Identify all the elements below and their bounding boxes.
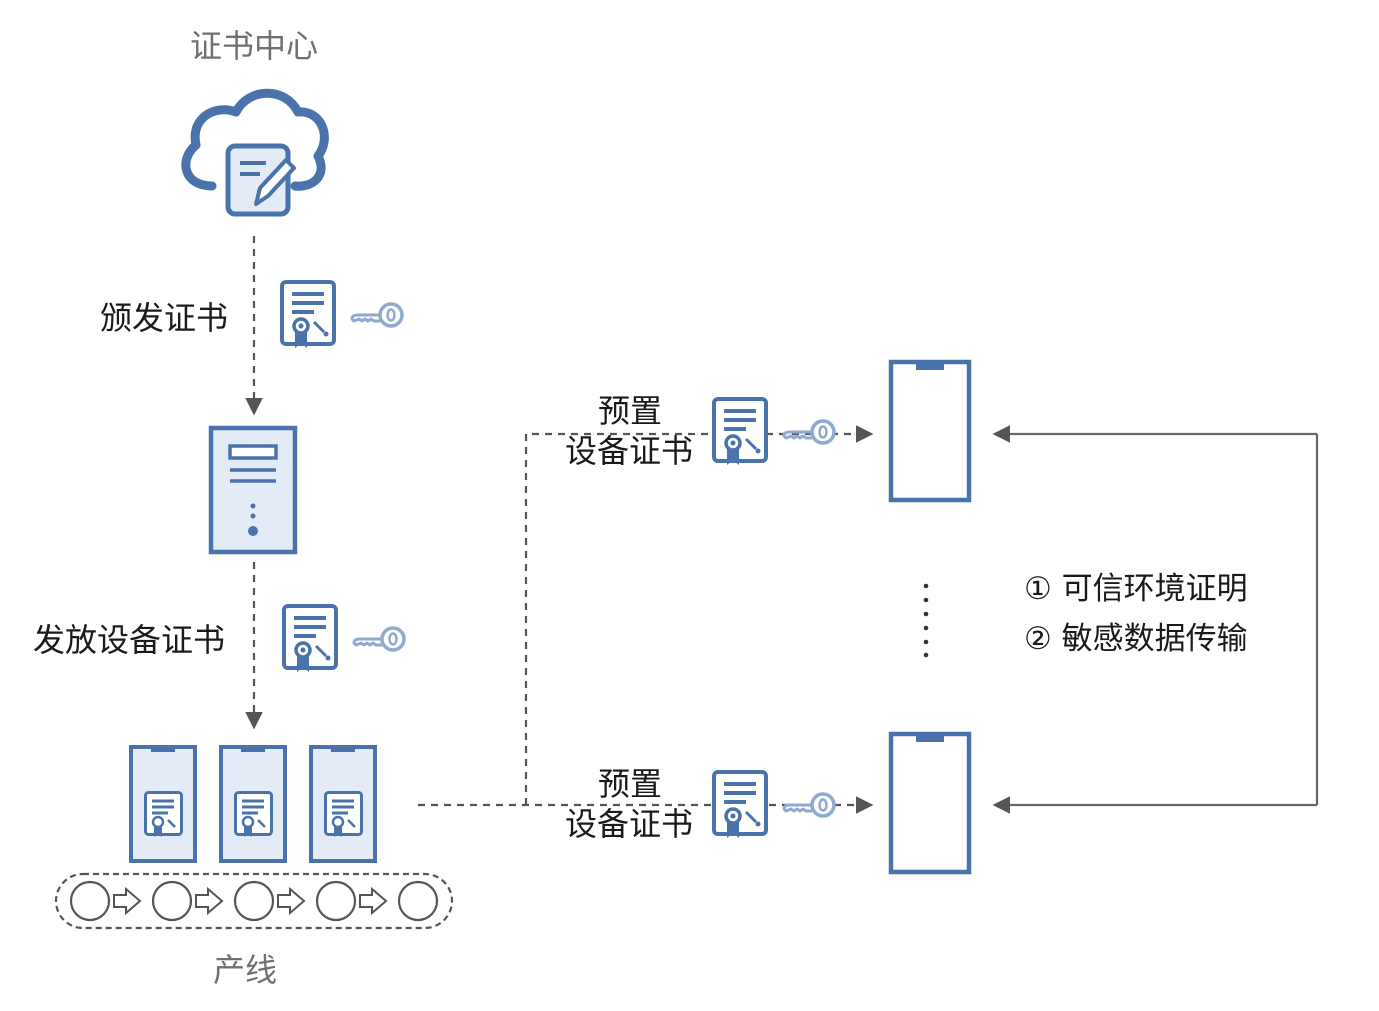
phone-icon (888, 731, 972, 875)
key-icon (352, 626, 406, 652)
legend-item-2: ② 敏感数据传输 (1024, 621, 1248, 657)
preset-branch-connector (524, 425, 874, 805)
document-edit-icon (225, 143, 296, 217)
phone-icon (888, 359, 972, 503)
key-icon (782, 419, 836, 445)
production-phone-3 (311, 745, 375, 861)
ellipsis-dots (923, 583, 929, 658)
preset-bottom-line2: 设备证书 (565, 805, 694, 843)
conveyor-icon (54, 872, 454, 930)
preset-bottom-line1: 预置 (598, 765, 663, 803)
production-line-label: 产线 (213, 951, 278, 989)
preset-top-line1: 预置 (598, 392, 663, 430)
preset-top-line2: 设备证书 (565, 432, 694, 470)
certificate-icon (712, 770, 768, 840)
certificate-icon (282, 604, 338, 674)
certificate-icon (280, 280, 336, 350)
production-phone-2 (221, 745, 285, 861)
production-phone-1 (131, 745, 195, 861)
distribute-device-cert-label: 发放设备证书 (33, 621, 226, 659)
key-icon (782, 792, 836, 818)
issue-cert-label: 颁发证书 (100, 299, 229, 337)
key-icon (350, 302, 404, 328)
certificate-icon (712, 397, 768, 467)
server-icon (208, 425, 298, 555)
cert-center-label: 证书中心 (190, 27, 319, 65)
legend-item-1: ① 可信环境证明 (1024, 571, 1248, 607)
